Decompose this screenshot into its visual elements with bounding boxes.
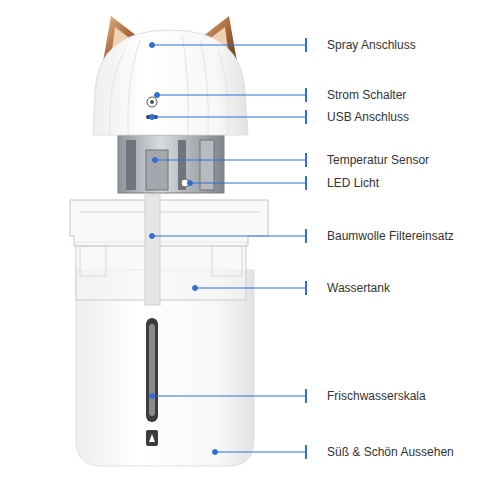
part-label: LED Licht [327, 176, 379, 190]
part-label: Strom Schalter [327, 88, 406, 102]
leader-lines [150, 38, 307, 459]
part-label: Baumwolle Filtereinsatz [327, 229, 454, 243]
part-label: Süß & Schön Aussehen [327, 445, 454, 459]
part-label: USB Anschluss [327, 110, 409, 124]
part-label: Temperatur Sensor [327, 153, 429, 167]
part-label: Frischwasserskala [327, 389, 426, 403]
part-label: Spray Anschluss [327, 38, 416, 52]
part-label: Wassertank [327, 281, 390, 295]
